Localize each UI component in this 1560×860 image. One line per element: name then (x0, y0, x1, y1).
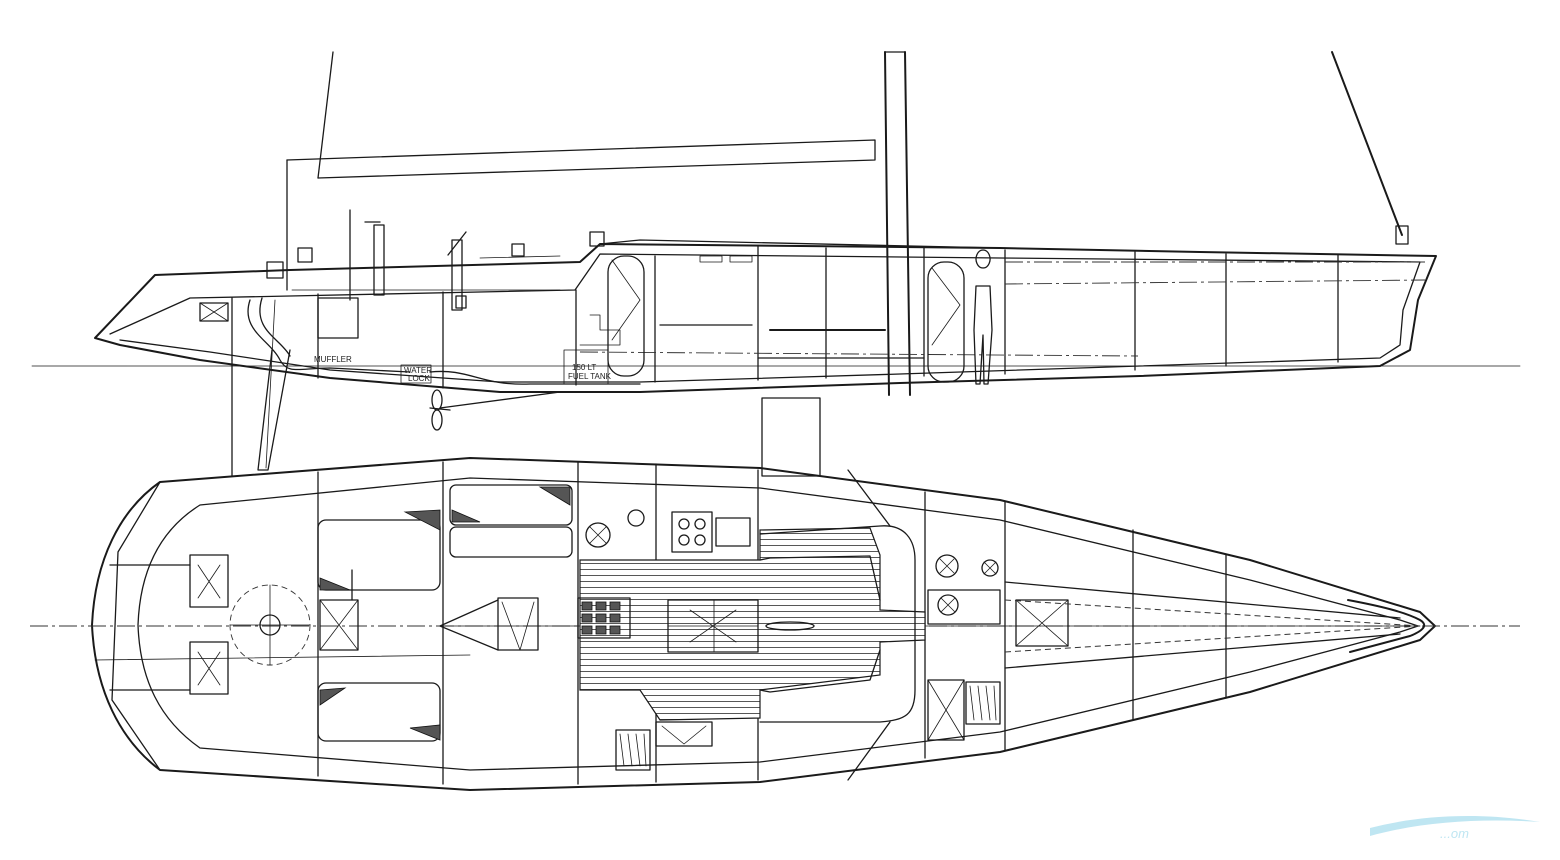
human-figure-icon (973, 249, 993, 385)
fuel-tank-label-1: 150 LT (572, 363, 596, 372)
nav-seat (655, 721, 713, 747)
chainplate-port (847, 469, 891, 527)
stove (671, 511, 713, 553)
traveler-track (94, 654, 471, 661)
rudder (257, 349, 291, 471)
forepeak-locker-diag (1015, 599, 1069, 647)
prop-shaft (439, 391, 561, 409)
winch-circles (229, 509, 999, 666)
furler-drum (1395, 225, 1409, 245)
non-skid-patches (319, 486, 571, 741)
plan-inner-outline (137, 477, 1419, 771)
engine-box (497, 597, 539, 651)
cockpit-lockers (189, 484, 573, 742)
galley-sink (715, 517, 751, 547)
mast-aft (884, 51, 890, 396)
forepeak-locker (1015, 599, 1069, 647)
mast-step-pattern (581, 601, 621, 635)
table-hatch (667, 599, 759, 653)
sail-bags-aft (615, 681, 1001, 771)
mainsail-leech (317, 51, 334, 179)
head-locker (927, 679, 965, 741)
cabin-sole (579, 527, 926, 721)
hatch-1 (699, 255, 723, 263)
exhaust-hose-inner (259, 297, 291, 357)
exhaust-hose (247, 299, 411, 373)
companion-steps (579, 314, 621, 346)
mainsail-boom (286, 139, 876, 179)
hatch-2 (729, 255, 753, 263)
vee-berth-stbd (1004, 633, 1401, 669)
sprit-line-2 (1004, 625, 1421, 653)
settee-stbd (759, 649, 881, 693)
fuel-tank-label-2: FUEL TANK (568, 372, 612, 381)
hull-liner-saloon (759, 525, 916, 723)
settee-port (759, 555, 881, 601)
cabin-top (579, 239, 1001, 263)
hull-liner (109, 253, 1421, 383)
mast-fwd (904, 51, 911, 396)
water-lock-box (400, 364, 432, 384)
deck-gear (199, 209, 605, 339)
head-compartment (927, 589, 1001, 625)
rudder-stock (265, 299, 276, 469)
sprit-line-1 (1004, 599, 1421, 627)
door-swing (611, 259, 961, 346)
sheet-lead-lines (439, 599, 499, 651)
keel-fin (761, 397, 821, 477)
keel-bolt-plan (765, 621, 815, 631)
plan-hull-outline (91, 457, 1436, 791)
companionway-door (607, 255, 645, 377)
water-lock-label-1: WATER (404, 366, 432, 375)
fuel-line (429, 370, 641, 385)
chainplate-stbd (847, 721, 891, 781)
plan-view (30, 457, 1520, 791)
forward-door (927, 261, 965, 383)
transom (111, 481, 161, 771)
vee-berth-port (1004, 581, 1401, 619)
fuel-tank-box (563, 349, 609, 385)
water-lock-label-2: LOCK (408, 374, 430, 383)
propeller-icon (429, 389, 451, 431)
forestay (1331, 51, 1403, 236)
watermark-text: ...om (1440, 826, 1469, 841)
mast-step-grid (577, 597, 631, 639)
sole-chainline (579, 351, 1139, 357)
profile-view: MUFFLER WATER LOCK 150 LT FUEL TANK (31, 51, 1521, 477)
bow-fitting (1347, 599, 1426, 653)
engine-box-diag (501, 601, 535, 651)
nav-seat-diag (661, 725, 707, 745)
watermark: ...om (1370, 816, 1540, 841)
deck-chainline (1004, 279, 1426, 285)
muffler-label: MUFFLER (314, 355, 352, 364)
